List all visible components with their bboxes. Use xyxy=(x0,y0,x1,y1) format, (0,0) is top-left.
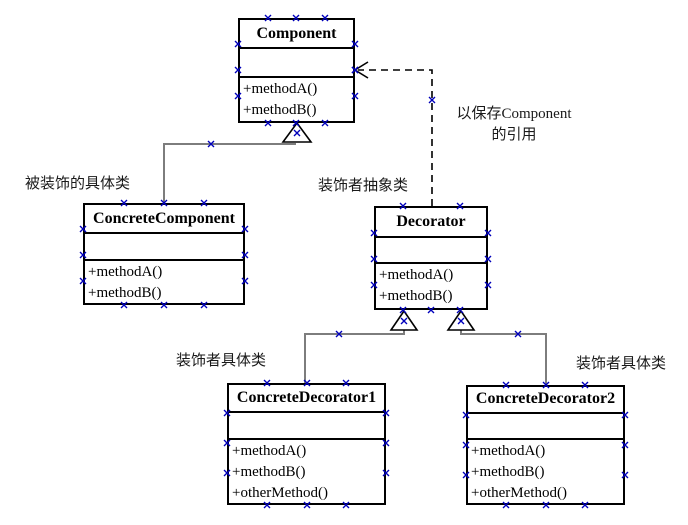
method-label: +methodB() xyxy=(88,285,162,301)
class-attributes-compartment xyxy=(240,49,353,78)
class-name: Component xyxy=(240,20,353,49)
class-name: ConcreteDecorator2 xyxy=(468,387,623,414)
method-label: +methodB() xyxy=(232,464,306,480)
annotation-reference-note-line2: 的引用 xyxy=(491,127,537,143)
annotation-decorated-concrete-class: 被装饰的具体类 xyxy=(25,176,131,192)
class-attributes-compartment xyxy=(85,234,243,261)
selection-handle-x xyxy=(293,129,301,137)
annotation-decorator-concrete-class-left: 装饰者具体类 xyxy=(176,353,267,369)
method-label: +methodB() xyxy=(471,464,545,480)
method-label: +methodA() xyxy=(232,443,307,459)
method-label: +methodA() xyxy=(379,267,454,283)
class-attributes-compartment xyxy=(468,414,623,440)
annotation-reference-note: 以保存Component 的引用 xyxy=(446,104,582,146)
annotation-decorator-concrete-class-right: 装饰者具体类 xyxy=(576,356,667,372)
class-box-concrete-decorator2[interactable]: ConcreteDecorator2 +methodA() +methodB()… xyxy=(466,385,625,505)
method-label: +methodB() xyxy=(243,102,317,118)
class-methods-compartment: +methodA() +methodB() +otherMethod() xyxy=(468,440,623,503)
method-label: +methodA() xyxy=(471,443,546,459)
class-methods-compartment: +methodA() +methodB() xyxy=(376,264,486,308)
annotation-reference-note-line1: 以保存Component xyxy=(456,106,572,122)
method-label: +methodA() xyxy=(243,81,318,97)
generalization-concretecomponent-to-component[interactable] xyxy=(163,121,313,203)
class-methods-compartment: +methodA() +methodB() xyxy=(240,78,353,121)
generalization-concretedecorator1-to-decorator[interactable] xyxy=(304,309,419,383)
class-methods-compartment: +methodA() +methodB() xyxy=(85,261,243,303)
class-attributes-compartment xyxy=(376,238,486,264)
class-box-decorator[interactable]: Decorator +methodA() +methodB() xyxy=(374,206,488,310)
class-attributes-compartment xyxy=(229,413,384,440)
selection-handle-x xyxy=(514,330,522,338)
class-box-concrete-decorator1[interactable]: ConcreteDecorator1 +methodA() +methodB()… xyxy=(227,383,386,505)
selection-handle-x xyxy=(207,140,215,148)
selection-handle-x xyxy=(400,317,408,325)
class-name: Decorator xyxy=(376,208,486,238)
method-label: +methodA() xyxy=(88,264,163,280)
class-box-concrete-component[interactable]: ConcreteComponent +methodA() +methodB() xyxy=(83,203,245,305)
annotation-decorator-abstract-class: 装饰者抽象类 xyxy=(318,178,409,194)
method-label: +otherMethod() xyxy=(471,485,567,501)
method-label: +methodB() xyxy=(379,288,453,304)
selection-handle-x xyxy=(457,317,465,325)
class-methods-compartment: +methodA() +methodB() +otherMethod() xyxy=(229,440,384,503)
selection-handle-x xyxy=(428,96,436,104)
generalization-concretedecorator2-to-decorator[interactable] xyxy=(446,309,547,385)
class-box-component[interactable]: Component +methodA() +methodB() xyxy=(238,18,355,123)
class-name: ConcreteDecorator1 xyxy=(229,385,384,413)
class-name: ConcreteComponent xyxy=(85,205,243,234)
method-label: +otherMethod() xyxy=(232,485,328,501)
selection-handle-x xyxy=(335,330,343,338)
